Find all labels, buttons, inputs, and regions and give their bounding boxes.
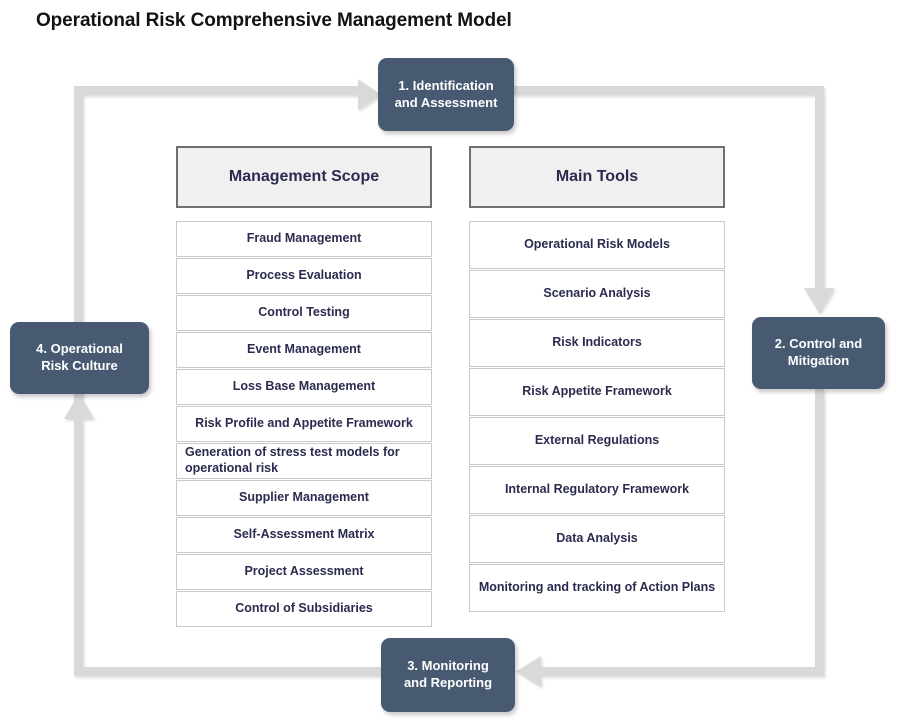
list-item[interactable]: Risk Indicators <box>469 319 725 367</box>
list-item[interactable]: Risk Profile and Appetite Framework <box>176 406 432 442</box>
process-node-line1: 2. Control and <box>774 336 863 352</box>
page-title: Operational Risk Comprehensive Managemen… <box>36 10 512 31</box>
process-node-line1: 1. Identification <box>398 77 494 93</box>
process-node-line1: 3. Monitoring <box>407 658 489 674</box>
list-item[interactable]: Data Analysis <box>469 515 725 563</box>
process-node-line2: Mitigation <box>787 353 850 368</box>
list-item[interactable]: Operational Risk Models <box>469 221 725 269</box>
list-item[interactable]: Loss Base Management <box>176 369 432 405</box>
process-node-control-and-mitigation[interactable]: 2. Control and Mitigation <box>752 317 885 389</box>
list-item[interactable]: Control Testing <box>176 295 432 331</box>
list-item[interactable]: Generation of stress test models for ope… <box>176 443 432 479</box>
process-node-line2: and Assessment <box>394 94 498 110</box>
list-item[interactable]: Project Assessment <box>176 554 432 590</box>
process-node-line2: and Reporting <box>403 675 493 690</box>
list-item[interactable]: Supplier Management <box>176 480 432 516</box>
list-item[interactable]: Event Management <box>176 332 432 368</box>
list-item[interactable]: Self-Assessment Matrix <box>176 517 432 553</box>
list-item[interactable]: Control of Subsidiaries <box>176 591 432 627</box>
list-item[interactable]: Scenario Analysis <box>469 270 725 318</box>
list-item[interactable]: Monitoring and tracking of Action Plans <box>469 564 725 612</box>
list-item[interactable]: Risk Appetite Framework <box>469 368 725 416</box>
column-header-management-scope: Management Scope <box>176 146 432 208</box>
list-item[interactable]: Process Evaluation <box>176 258 432 294</box>
list-item[interactable]: Fraud Management <box>176 221 432 257</box>
process-node-identification-and-assessment[interactable]: 1. Identification and Assessment <box>378 58 514 131</box>
process-node-monitoring-and-reporting[interactable]: 3. Monitoring and Reporting <box>381 638 515 712</box>
list-item[interactable]: Internal Regulatory Framework <box>469 466 725 514</box>
process-node-line2: Risk Culture <box>41 358 118 373</box>
list-item[interactable]: External Regulations <box>469 417 725 465</box>
process-node-operational-risk-culture[interactable]: 4. Operational Risk Culture <box>10 322 149 394</box>
column-header-main-tools: Main Tools <box>469 146 725 208</box>
process-node-line1: 4. Operational <box>36 341 123 357</box>
